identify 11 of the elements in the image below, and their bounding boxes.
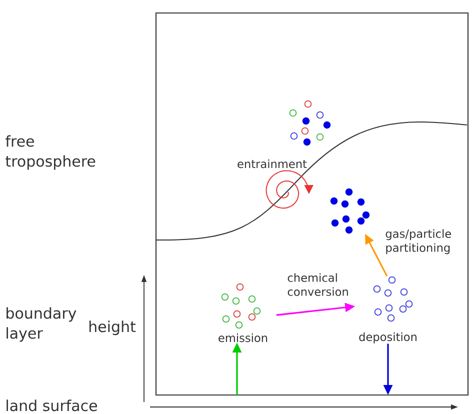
particle-cluster: [330, 188, 370, 234]
node-caption: deposition: [359, 332, 416, 344]
edge-label: chemical conversion: [288, 273, 348, 296]
region-label: boundary layer: [6, 307, 76, 342]
region-label: free troposphere: [6, 135, 96, 170]
process-label: entrainment: [238, 159, 307, 168]
particle-cluster: [289, 100, 331, 146]
edge-label: gas/particle partitioning: [386, 229, 452, 254]
node-caption: emission: [218, 333, 268, 342]
axis-label: height: [89, 320, 136, 336]
region-label: land surface: [6, 400, 97, 412]
